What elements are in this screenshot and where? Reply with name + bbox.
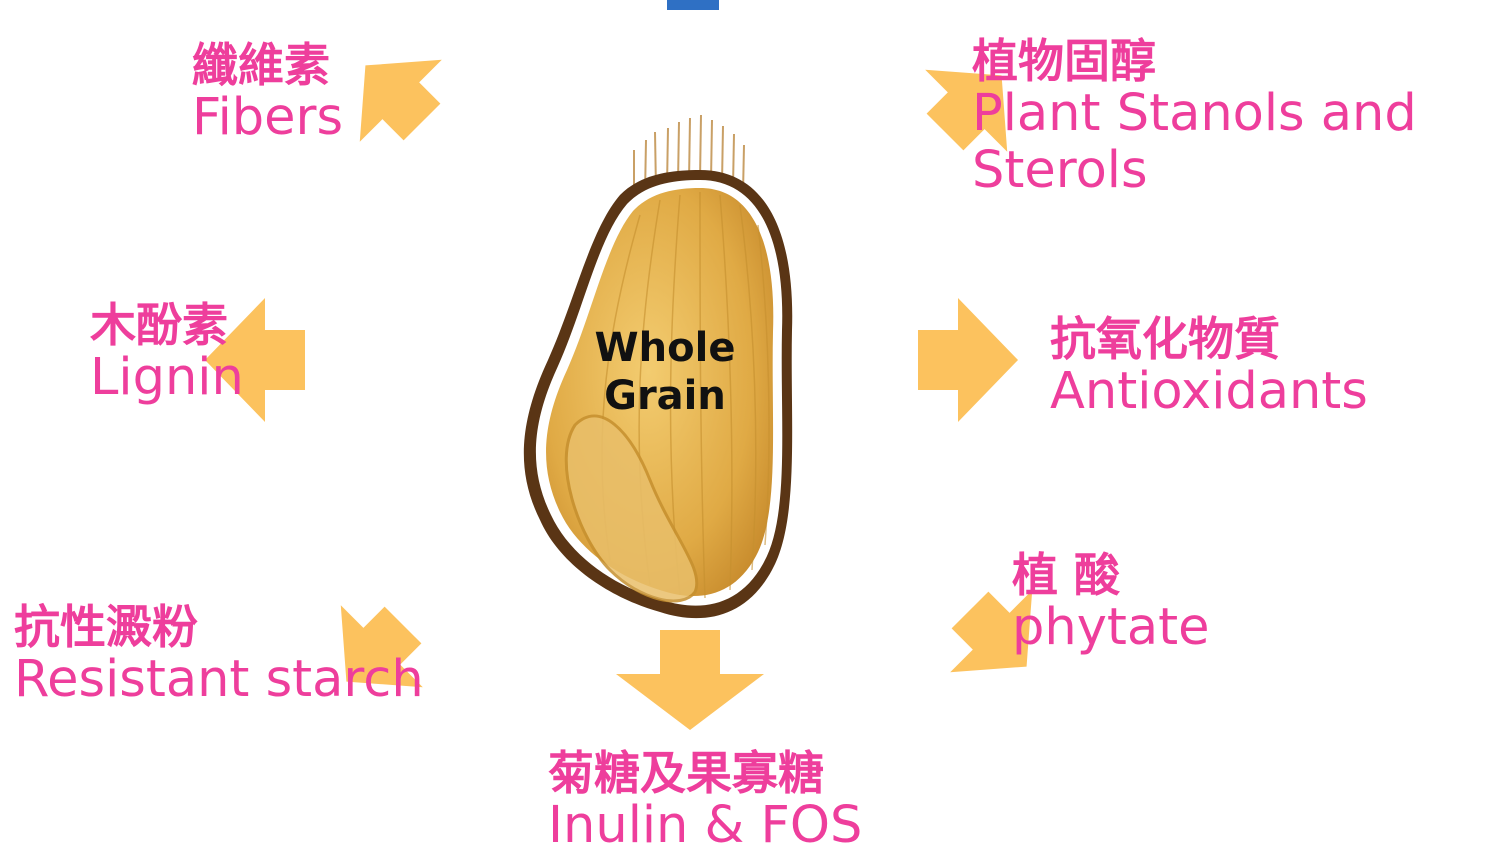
label-stanols: 植物固醇 Plant Stanols and Sterols [972,38,1417,196]
label-lignin: 木酚素 Lignin [90,302,244,403]
lignin-en: Lignin [90,352,244,403]
resistant-starch-en: Resistant starch [14,654,424,705]
label-resistant-starch: 抗性澱粉 Resistant starch [14,604,424,705]
phytate-zh: 植 酸 [1012,552,1210,598]
arrow-fibers [324,24,463,163]
antioxidants-zh: 抗氧化物質 [1050,316,1368,362]
lignin-zh: 木酚素 [90,302,244,348]
inulin-zh: 菊糖及果寡糖 [548,750,862,796]
label-phytate: 植 酸 phytate [1012,552,1210,653]
fibers-en: Fibers [192,92,343,143]
arrow-inulin [616,630,764,730]
grain-title-line1: Whole [595,325,736,371]
grain-title-line2: Grain [604,373,726,419]
arrow-antioxidants [918,298,1018,422]
stanols-zh: 植物固醇 [972,38,1417,84]
fibers-zh: 纖維素 [192,42,343,88]
label-antioxidants: 抗氧化物質 Antioxidants [1050,316,1368,417]
label-inulin: 菊糖及果寡糖 Inulin & FOS [548,750,862,851]
arrow-up [621,0,765,10]
grain-title: Whole Grain [582,324,748,420]
stanols-en-line2: Sterols [972,145,1417,196]
stanols-en-line1: Plant Stanols and [972,88,1417,139]
resistant-starch-zh: 抗性澱粉 [14,604,424,650]
phytate-en: phytate [1012,602,1210,653]
inulin-en: Inulin & FOS [548,800,862,851]
label-fibers: 纖維素 Fibers [192,42,343,143]
antioxidants-en: Antioxidants [1050,366,1368,417]
